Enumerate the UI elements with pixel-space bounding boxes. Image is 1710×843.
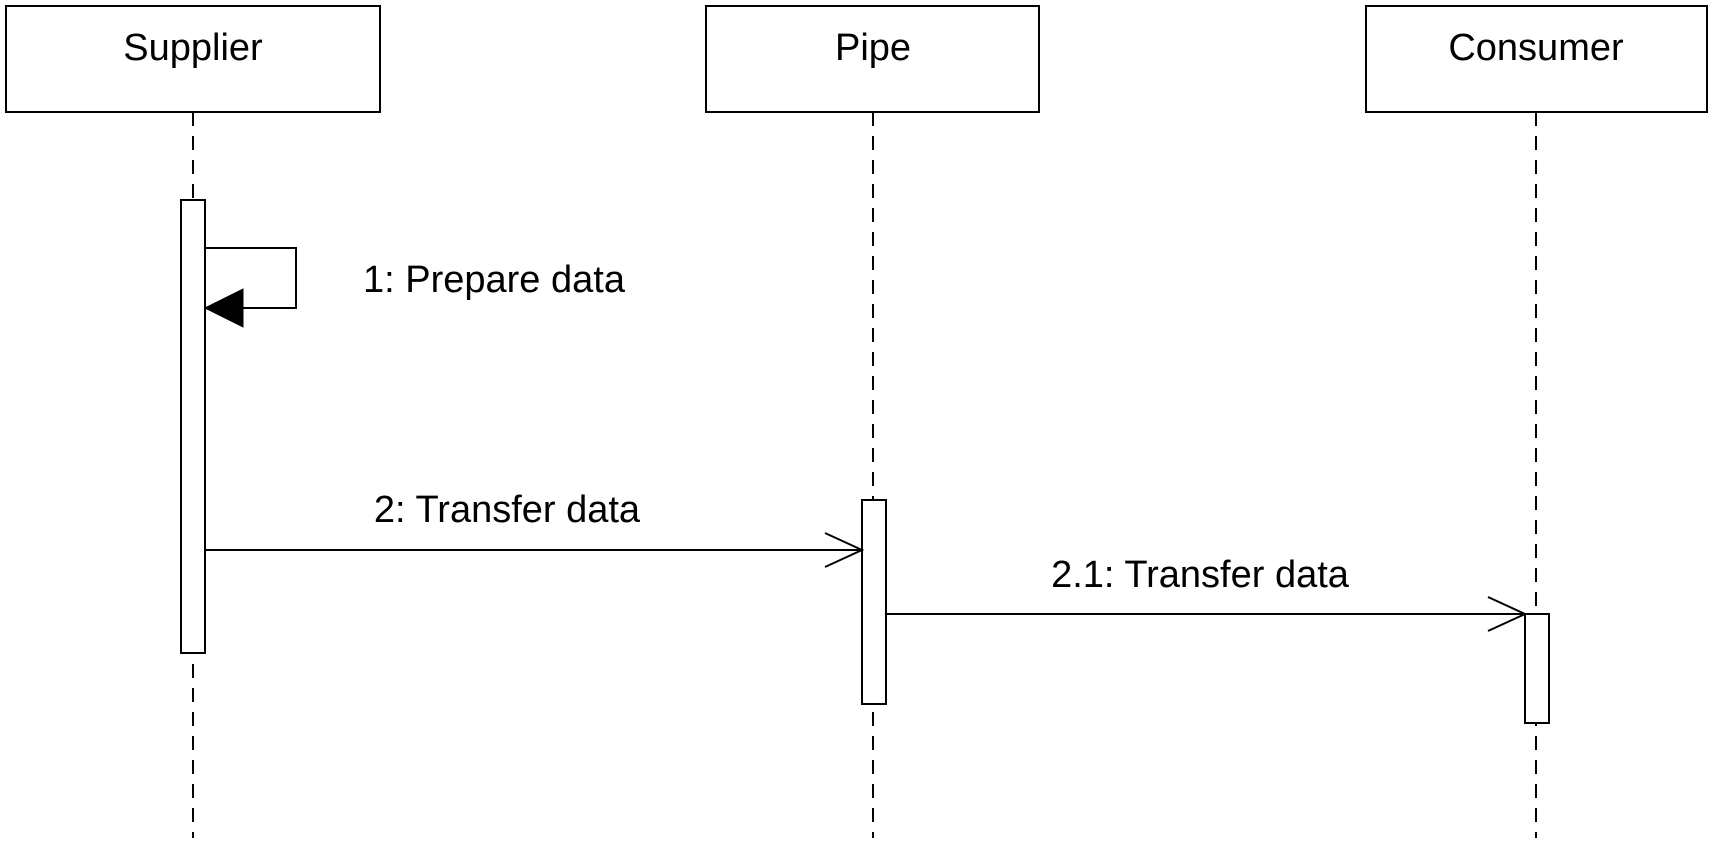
message-forward-transfer-data: 2.1: Transfer data bbox=[886, 554, 1528, 632]
participant-pipe: Pipe bbox=[705, 5, 1040, 113]
message-transfer-data: 2: Transfer data bbox=[205, 489, 865, 568]
participant-supplier-label: Supplier bbox=[123, 27, 263, 69]
participant-pipe-box bbox=[705, 5, 1040, 113]
participant-consumer-label: Consumer bbox=[1448, 27, 1624, 69]
open-arrowhead-icon bbox=[1487, 596, 1528, 632]
participant-consumer: Consumer bbox=[1365, 5, 1708, 113]
message-transfer-data-label: 2: Transfer data bbox=[374, 489, 641, 531]
activation-supplier bbox=[180, 199, 206, 654]
activation-pipe bbox=[861, 499, 887, 705]
participant-supplier: Supplier bbox=[5, 5, 381, 113]
message-prepare-data: 1: Prepare data bbox=[203, 247, 626, 328]
self-call-line bbox=[205, 247, 297, 309]
filled-arrowhead-icon bbox=[203, 288, 244, 328]
participant-pipe-label: Pipe bbox=[835, 27, 911, 69]
participant-consumer-box bbox=[1365, 5, 1708, 113]
activation-consumer bbox=[1524, 613, 1550, 724]
message-forward-transfer-data-label: 2.1: Transfer data bbox=[1051, 554, 1350, 596]
participant-supplier-box bbox=[5, 5, 381, 113]
message-prepare-data-label: 1: Prepare data bbox=[363, 259, 626, 301]
open-arrowhead-icon bbox=[824, 532, 865, 568]
